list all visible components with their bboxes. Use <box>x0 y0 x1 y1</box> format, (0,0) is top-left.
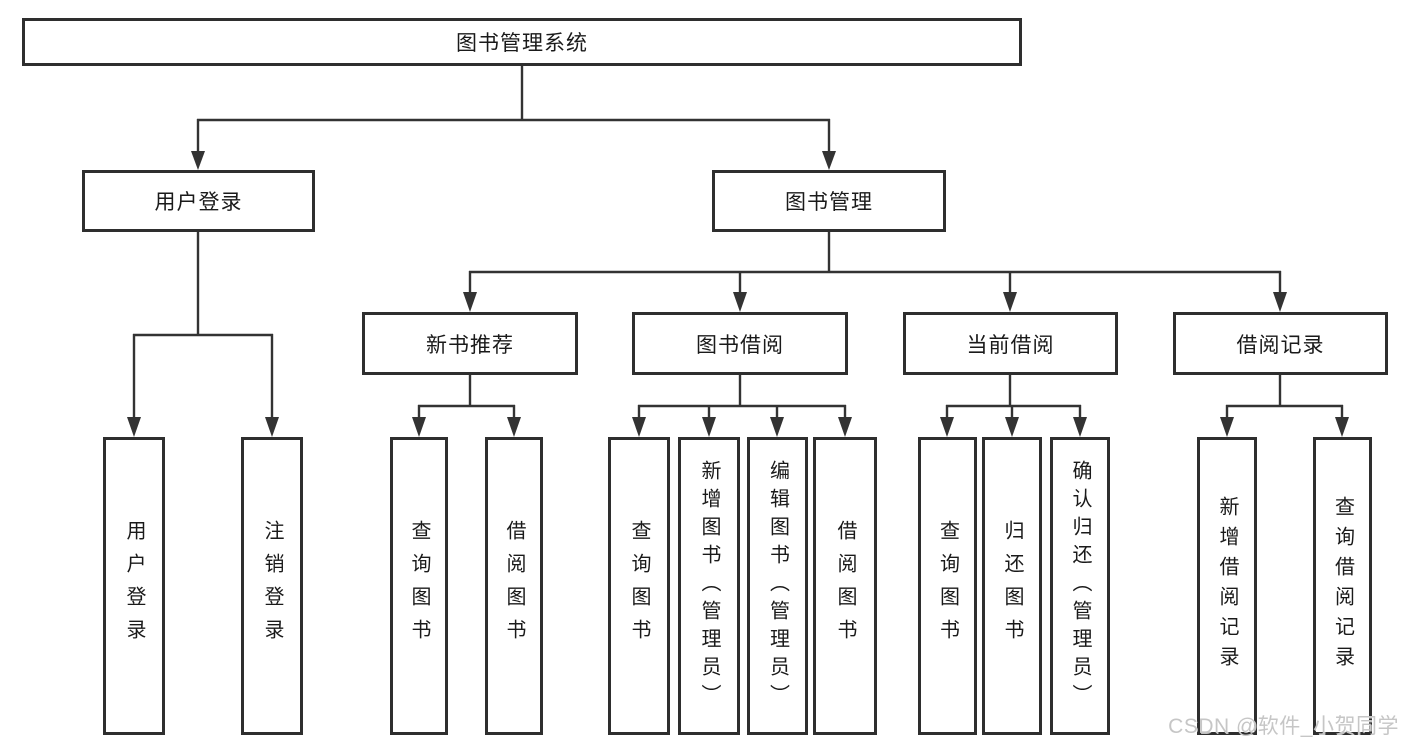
arrowhead <box>507 417 521 437</box>
connector-user-login-children <box>127 232 279 437</box>
connector-borrow-records-children <box>1220 375 1349 437</box>
node-leaf-nbr-borrow-books: 借阅图书 <box>485 437 543 735</box>
node-book-mgmt: 图书管理 <box>712 170 946 232</box>
node-leaf-cb-query-books-label: 查询图书 <box>936 520 959 652</box>
arrowhead <box>1220 417 1234 437</box>
arrowhead <box>940 417 954 437</box>
node-book-borrow: 图书借阅 <box>632 312 848 375</box>
node-leaf-nbr-borrow-books-label: 借阅图书 <box>503 520 525 652</box>
csdn-watermark: CSDN @软件_小贺同学 <box>1168 715 1399 738</box>
arrowhead <box>822 151 836 170</box>
arrowhead <box>632 417 646 437</box>
connector-root-to-level2 <box>191 66 836 170</box>
arrowhead <box>1073 417 1087 437</box>
node-leaf-br-add-record: 新增借阅记录 <box>1197 437 1257 735</box>
node-new-book-rec-label: 新书推荐 <box>426 333 514 357</box>
node-leaf-bb-query-books-label: 查询图书 <box>628 520 650 652</box>
node-leaf-bb-borrow-books: 借阅图书 <box>813 437 877 735</box>
node-leaf-bb-add-books: 新增图书（管理员） <box>678 437 740 735</box>
node-leaf-logout: 注销登录 <box>241 437 303 735</box>
arrowhead <box>1335 417 1349 437</box>
node-root-label: 图书管理系统 <box>456 32 588 55</box>
node-root: 图书管理系统 <box>22 18 1022 66</box>
arrowhead <box>127 417 141 437</box>
arrowhead <box>265 417 279 437</box>
arrowhead <box>191 151 205 170</box>
node-leaf-cb-confirm-return-label: 确认归还（管理员） <box>1069 460 1091 712</box>
node-leaf-cb-query-books: 查询图书 <box>918 437 977 735</box>
node-leaf-nbr-query-books: 查询图书 <box>390 437 448 735</box>
node-leaf-cb-confirm-return: 确认归还（管理员） <box>1050 437 1110 735</box>
node-leaf-br-add-record-label: 新增借阅记录 <box>1216 496 1238 676</box>
node-leaf-br-query-record: 查询借阅记录 <box>1313 437 1372 735</box>
node-user-login-label: 用户登录 <box>154 191 243 214</box>
connector-current-borrow-children <box>940 375 1087 437</box>
node-leaf-bb-edit-books: 编辑图书（管理员） <box>747 437 808 735</box>
arrowhead <box>770 417 784 437</box>
node-leaf-nbr-query-books-label: 查询图书 <box>408 520 430 652</box>
node-user-login: 用户登录 <box>82 170 315 232</box>
node-current-borrow-label: 当前借阅 <box>966 333 1055 357</box>
arrowhead <box>733 292 747 312</box>
node-current-borrow: 当前借阅 <box>903 312 1118 375</box>
node-leaf-bb-borrow-books-label: 借阅图书 <box>834 520 856 652</box>
node-leaf-br-query-record-label: 查询借阅记录 <box>1331 496 1354 676</box>
node-leaf-cb-return-books-label: 归还图书 <box>1001 520 1023 652</box>
node-leaf-logout-label: 注销登录 <box>261 520 283 652</box>
node-borrow-records-label: 借阅记录 <box>1236 333 1325 357</box>
connector-book-mgmt-children <box>463 232 1287 312</box>
node-leaf-cb-return-books: 归还图书 <box>982 437 1042 735</box>
connector-book-borrow-children <box>632 375 852 437</box>
node-leaf-bb-edit-books-label: 编辑图书（管理员） <box>766 460 789 712</box>
arrowhead <box>1005 417 1019 437</box>
connector-new-book-rec-children <box>412 375 521 437</box>
node-leaf-bb-add-books-label: 新增图书（管理员） <box>698 460 720 712</box>
node-book-borrow-label: 图书借阅 <box>696 333 784 357</box>
node-new-book-rec: 新书推荐 <box>362 312 578 375</box>
arrowhead <box>1003 292 1017 312</box>
arrowhead <box>1273 292 1287 312</box>
node-leaf-user-login: 用户登录 <box>103 437 165 735</box>
arrowhead <box>412 417 426 437</box>
node-leaf-user-login-label: 用户登录 <box>123 520 145 652</box>
arrowhead <box>463 292 477 312</box>
node-book-mgmt-label: 图书管理 <box>785 191 873 214</box>
arrowhead <box>702 417 716 437</box>
node-leaf-bb-query-books: 查询图书 <box>608 437 670 735</box>
arrowhead <box>838 417 852 437</box>
node-borrow-records: 借阅记录 <box>1173 312 1388 375</box>
